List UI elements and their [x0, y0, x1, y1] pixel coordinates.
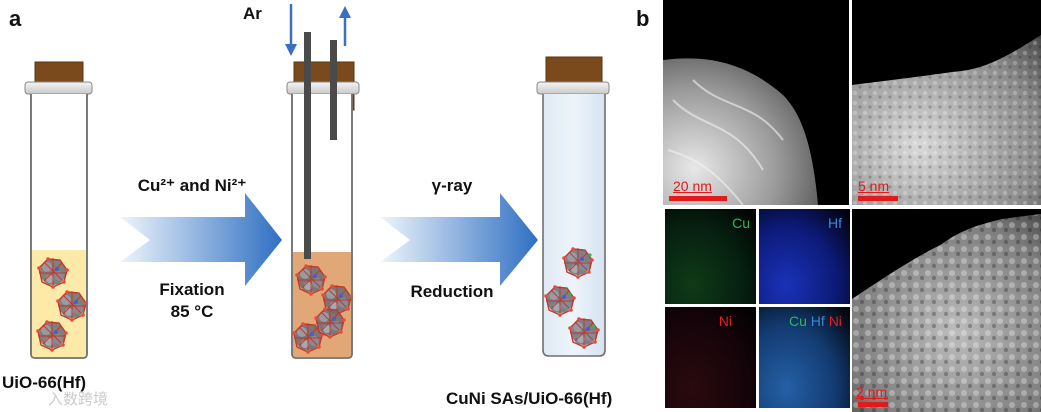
panel-a-diagram [24, 4, 610, 359]
step1-temperature: 85 °C [170, 302, 214, 321]
vial-fixation [286, 32, 360, 359]
scale-label-2nm: 2 nm [856, 384, 888, 400]
merged-label-ni: Ni [828, 313, 842, 329]
gas-label: Ar [243, 4, 262, 23]
step1-name: Fixation [159, 280, 225, 299]
vial-product [536, 56, 610, 357]
scale-bar-2nm [858, 402, 888, 407]
eds-map-merged: Cu Hf Ni [759, 307, 850, 408]
step1-reagents: Cu²⁺ and Ni²⁺ [137, 176, 247, 195]
map-label-cu: Cu [732, 215, 750, 231]
start-material-label: UiO-66(Hf) [2, 373, 87, 392]
arrow-fixation [120, 193, 282, 286]
stem-image-20nm: 20 nm [663, 0, 849, 205]
eds-map-ni: Ni [665, 307, 756, 408]
eds-map-cu: Cu [665, 209, 756, 304]
stem-image-5nm: 5 nm [852, 0, 1041, 205]
product-label: CuNi SAs/UiO-66(Hf) [446, 389, 613, 408]
arrow-reduction [380, 193, 538, 286]
scale-label-20nm: 20 nm [673, 178, 712, 194]
scale-label-5nm: 5 nm [858, 178, 890, 194]
stem-image-2nm: 2 nm [852, 209, 1041, 412]
eds-map-hf: Hf [759, 209, 850, 304]
panel-b-letter: b [636, 6, 650, 31]
gas-flow-arrows [285, 4, 351, 56]
scale-bar-5nm [858, 196, 898, 201]
map-label-ni: Ni [718, 313, 732, 329]
watermark: 入数跨境 [48, 391, 109, 408]
panel-a-letter: a [9, 6, 22, 31]
vial-uio66 [24, 61, 93, 359]
merged-label-hf: Hf [810, 313, 825, 329]
step2-agent: γ-ray [431, 176, 473, 195]
map-label-hf: Hf [828, 215, 842, 231]
merged-label-cu: Cu [789, 313, 807, 329]
scale-bar-20nm [669, 196, 727, 201]
step2-name: Reduction [410, 282, 494, 301]
map-label-merged: Cu Hf Ni [789, 313, 842, 329]
